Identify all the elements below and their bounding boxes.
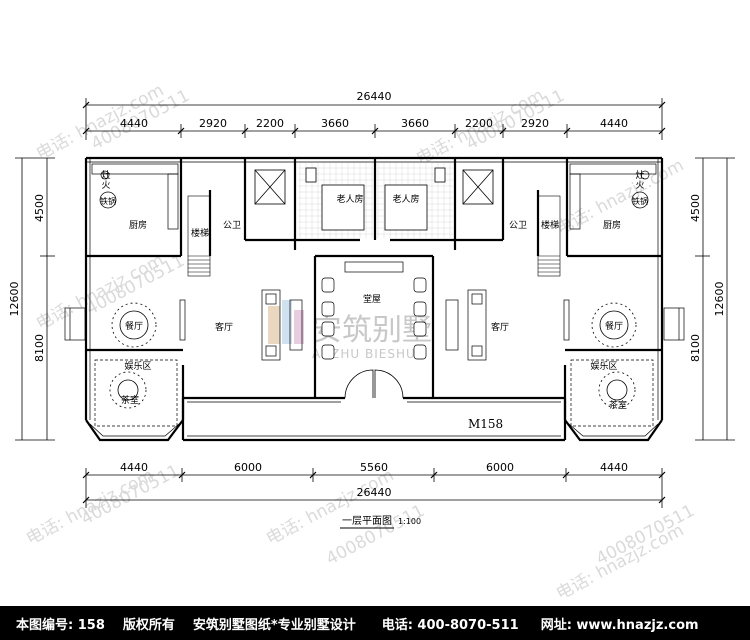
dining-tables: [109, 302, 637, 409]
footer-copyright: 版权所有: [122, 617, 175, 633]
dim-bottom-total: 26440: [357, 486, 392, 499]
dim-bottom-seg: 4440: [120, 461, 148, 474]
dim-top-seg: 4440: [600, 117, 628, 130]
beds: [305, 167, 446, 231]
dim-bottom-seg: 5560: [360, 461, 388, 474]
footer-phone: 电话: 400-8070-511: [381, 617, 519, 633]
logo-mark-bar: [294, 310, 304, 344]
label-elder-room: 老人房: [336, 193, 363, 205]
label-kitchen: 厨房: [129, 219, 147, 231]
dim-bottom-seg: 6000: [234, 461, 262, 474]
footer-drawing-no: 本图编号: 158: [16, 617, 105, 633]
dim-left-total: 12600: [8, 282, 21, 317]
label-stove-fire: 火: [635, 180, 644, 191]
drawing-title: 一层平面图 1:100: [340, 515, 421, 529]
label-dining-room: 餐厅: [125, 320, 143, 332]
label-elder-room: 老人房: [392, 193, 419, 205]
label-entertainment: 娱乐区: [124, 360, 151, 372]
dim-right-total: 12600: [713, 282, 726, 317]
label-living-room: 客厅: [215, 321, 233, 333]
dim-top-seg: 2200: [256, 117, 284, 130]
kitchen-counters: [91, 163, 657, 230]
dim-top-total: 26440: [357, 90, 392, 103]
dim-top-seg: 3660: [321, 117, 349, 130]
dimension-text: 26440 4440 2920 2200 3660 3660 2200 2920…: [8, 90, 726, 499]
label-stairs: 楼梯: [191, 227, 209, 239]
dim-top-seg: 2200: [465, 117, 493, 130]
title-text: 一层平面图: [342, 515, 392, 527]
dim-left-seg: 8100: [33, 334, 46, 362]
dim-bottom-seg: 4440: [600, 461, 628, 474]
footer-site: 网址: www.hnazjz.com: [540, 617, 699, 633]
label-living-room: 客厅: [491, 321, 509, 333]
label-pot: 铁锅: [100, 196, 116, 206]
label-stove: 灶: [101, 169, 110, 181]
logo-text-en: ANZHU BIESHU: [312, 347, 416, 361]
label-stove: 灶: [635, 169, 644, 181]
label-kitchen: 厨房: [603, 219, 621, 231]
label-stairs: 楼梯: [541, 219, 559, 231]
living-room-furniture: [261, 289, 487, 361]
logo-mark-bar: [268, 306, 280, 344]
stairs-drawing: [187, 195, 561, 277]
logo-watermark: 安筑别墅 ANZHU BIESHU: [268, 300, 432, 361]
label-dining-room: 餐厅: [605, 320, 623, 332]
dimension-ticks: [82, 101, 666, 504]
entrance-doors: [344, 369, 404, 399]
label-entertainment: 娱乐区: [590, 360, 617, 372]
label-door-code: M158: [468, 417, 503, 431]
elevator-shafts: [254, 169, 494, 205]
thin-lines: [64, 158, 685, 437]
dim-top-seg: 4440: [120, 117, 148, 130]
title-scale: 1:100: [398, 517, 421, 526]
room-labels: 灶 火 铁锅 灶 火 铁锅 厨房 厨房 楼梯 楼梯 公卫 公卫 老人房 老人房 …: [100, 169, 648, 411]
hall-furniture: [321, 261, 427, 360]
label-hall: 堂屋: [363, 293, 381, 305]
footer-brand: 安筑别墅图纸*专业别墅设计: [192, 617, 356, 633]
label-tea-room: 茶室: [609, 399, 627, 411]
dim-bottom-seg: 6000: [486, 461, 514, 474]
label-pot: 铁锅: [632, 196, 648, 206]
dim-right-seg: 4500: [689, 194, 702, 222]
dim-top-seg: 3660: [401, 117, 429, 130]
logo-mark-bar: [282, 300, 292, 344]
dim-right-seg: 8100: [689, 334, 702, 362]
label-tea-room: 茶室: [121, 394, 139, 406]
dim-top-seg: 2920: [199, 117, 227, 130]
label-bathroom: 公卫: [509, 220, 527, 231]
footer-bar: 本图编号: 158 版权所有 安筑别墅图纸*专业别墅设计 电话: 400-807…: [0, 606, 750, 640]
label-bathroom: 公卫: [223, 220, 241, 231]
dim-left-seg: 4500: [33, 194, 46, 222]
label-stove-fire: 火: [101, 180, 110, 191]
dim-top-seg: 2920: [521, 117, 549, 130]
